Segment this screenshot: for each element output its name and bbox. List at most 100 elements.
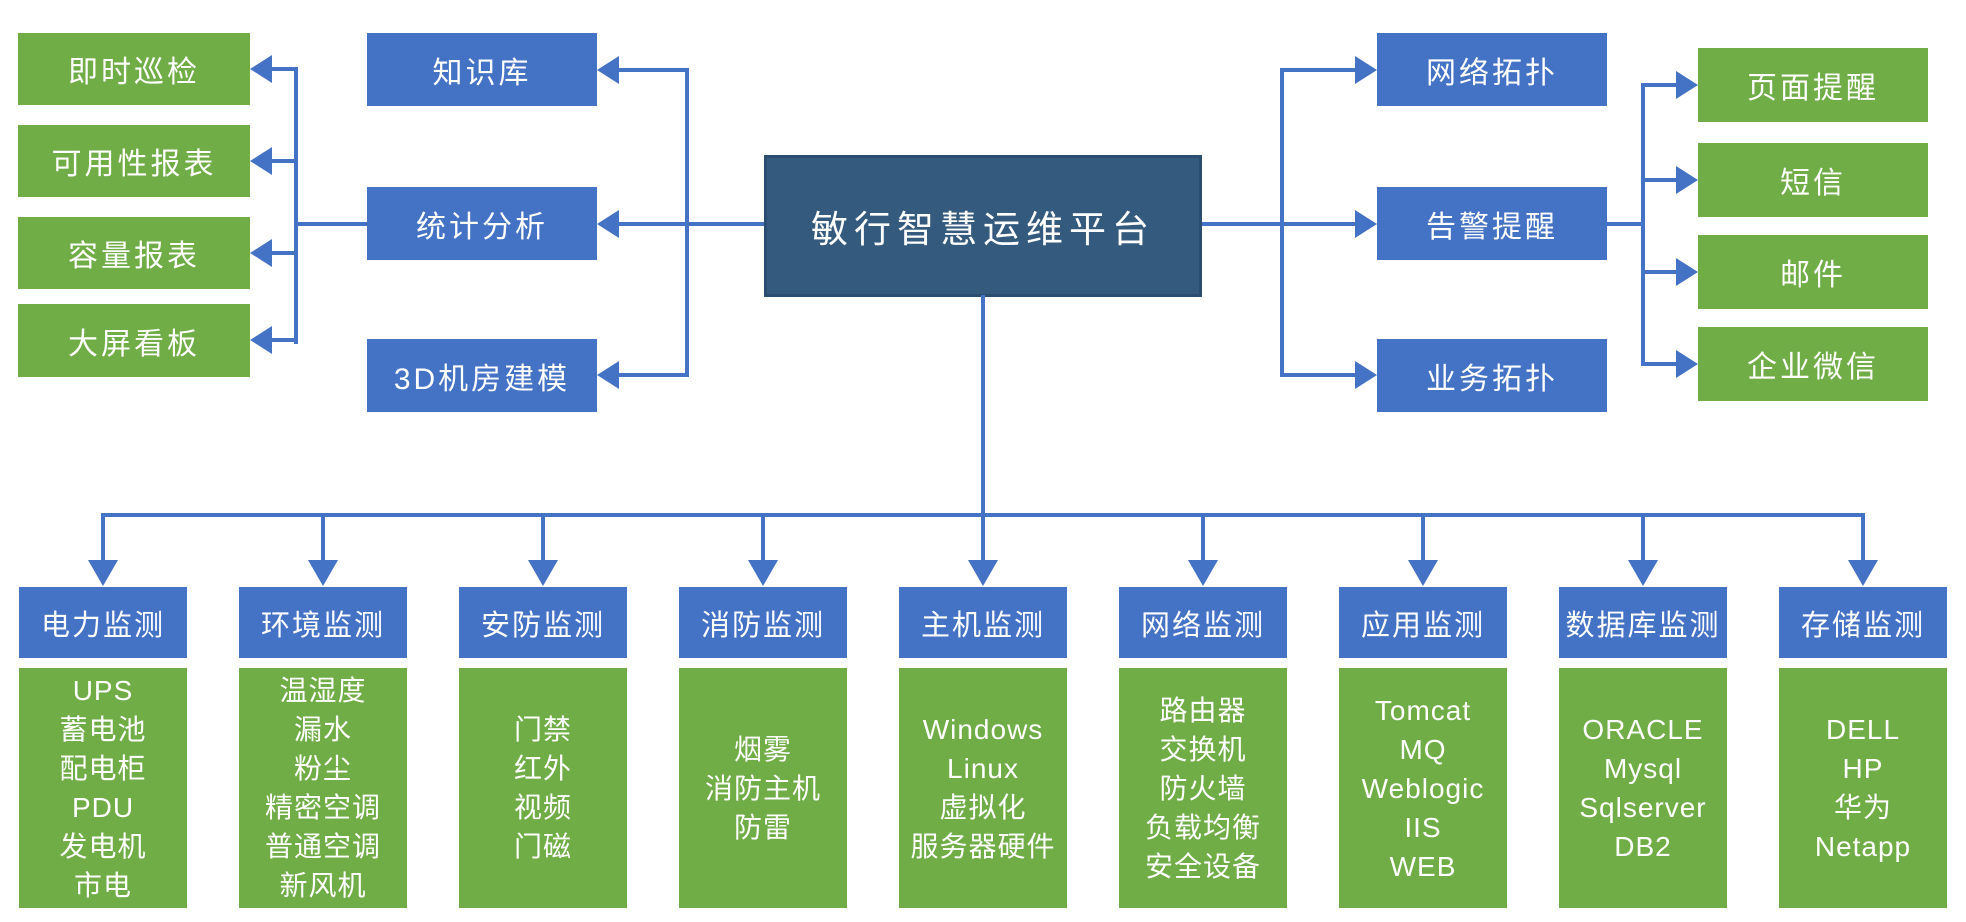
node-dashboard-screen: 大屏看板 [18,304,250,377]
arrowhead-left-icon [250,55,272,83]
connector-segment [1201,513,1205,562]
node-business-topology: 业务拓扑 [1377,339,1607,412]
node-label: 数据库监测 [1565,609,1721,642]
arrowhead-right-icon [1355,56,1377,84]
list-environment-items: 温湿度 漏水 粉尘 精密空调 普通空调 新风机 [239,668,407,908]
list-item: Weblogic [1361,772,1485,804]
arrowhead-right-icon [1355,210,1377,238]
connector-segment [272,251,298,255]
arrowhead-left-icon [597,361,619,389]
node-label: 主机监测 [920,609,1045,642]
list-item: PDU [71,792,135,823]
arrowhead-down-icon [748,560,778,586]
list-item: Tomcat [1374,694,1472,726]
node-database-monitoring: 数据库监测 [1559,587,1727,658]
list-item: 防火墙 [1159,772,1247,804]
connector-segment [296,222,367,226]
list-item: DELL [1825,714,1901,745]
connector-segment [1280,373,1355,377]
list-item: WEB [1389,850,1457,882]
connector-segment [1861,513,1865,562]
list-item: 安全设备 [1144,850,1261,882]
list-item: 市电 [73,870,132,901]
list-item: 烟雾 [733,733,792,765]
node-capacity-report: 容量报表 [18,217,250,289]
node-label: 网络拓扑 [1426,56,1558,90]
connector-segment [619,373,689,377]
connector-segment [101,513,105,562]
list-item: 华为 [1833,792,1892,823]
list-item: 消防主机 [704,772,821,804]
node-label: 告警提醒 [1426,210,1558,244]
list-item: 服务器硬件 [910,831,1056,862]
arrowhead-down-icon [1628,560,1658,586]
list-item: Netapp [1814,831,1912,862]
list-item: 门禁 [513,714,572,745]
node-wechat-work: 企业微信 [1698,327,1928,401]
node-statistical-analysis: 统计分析 [367,187,597,260]
list-item: 普通空调 [264,831,381,862]
node-label: 3D机房建模 [393,362,571,396]
platform-title: 敏行智慧运维平台 [811,209,1155,250]
connector-segment [541,513,545,562]
node-application-monitoring: 应用监测 [1339,587,1507,658]
node-availability-report: 可用性报表 [18,125,250,197]
list-item: 交换机 [1159,733,1247,765]
list-item: 新风机 [279,870,367,901]
connector-segment [1280,68,1355,72]
node-email: 邮件 [1698,235,1928,309]
node-label: 统计分析 [416,210,548,244]
connector-segment [1641,83,1645,366]
arrowhead-left-icon [597,210,619,238]
connector-segment [321,513,325,562]
node-label: 即时巡检 [68,56,200,89]
connector-segment [294,67,298,344]
node-label: 电力监测 [40,609,165,642]
connector-segment [272,338,298,342]
connector-segment [1641,362,1676,366]
node-instant-inspection: 即时巡检 [18,33,250,105]
arrowhead-down-icon [528,560,558,586]
node-environment-monitoring: 环境监测 [239,587,407,658]
connector-segment [1421,513,1425,562]
connector-segment [1641,513,1645,562]
node-storage-monitoring: 存储监测 [1779,587,1947,658]
node-knowledge-base: 知识库 [367,33,597,106]
arrowhead-right-icon [1355,361,1377,389]
list-security-items: 门禁 红外 视频 门磁 [459,668,627,908]
node-label: 容量报表 [68,240,200,273]
node-label: 网络监测 [1140,609,1265,642]
list-item: 红外 [513,753,572,784]
node-network-monitoring: 网络监测 [1119,587,1287,658]
list-item: Sqlserver [1579,792,1707,823]
list-item: Linux [947,753,1019,784]
node-label: 知识库 [432,56,532,90]
connector-segment [1641,270,1676,274]
node-label: 页面提醒 [1747,72,1879,105]
node-label: 环境监测 [260,609,385,642]
list-item: 视频 [513,792,572,823]
list-item: Windows [922,714,1044,745]
node-3d-room-modeling: 3D机房建模 [367,339,597,412]
connector-segment [272,159,298,163]
node-label: 可用性报表 [51,148,217,181]
list-storage-items: DELL HP 华为 Netapp [1779,668,1947,908]
arrowhead-left-icon [250,147,272,175]
list-item: UPS [72,675,134,706]
arrowhead-right-icon [1676,71,1698,99]
list-item: MQ [1399,733,1447,765]
list-item: Mysql [1603,753,1683,784]
arrowhead-down-icon [308,560,338,586]
node-label: 短信 [1780,167,1846,200]
list-database-items: ORACLE Mysql Sqlserver DB2 [1559,668,1727,908]
connector-segment [619,222,764,226]
list-item: IIS [1404,811,1442,843]
arrowhead-down-icon [1848,560,1878,586]
list-item: 粉尘 [293,753,352,784]
node-label: 消防监测 [700,609,825,642]
node-label: 企业微信 [1747,351,1879,384]
list-item: DB2 [1614,831,1672,862]
connector-segment [1641,83,1676,87]
list-item: 蓄电池 [59,714,147,745]
